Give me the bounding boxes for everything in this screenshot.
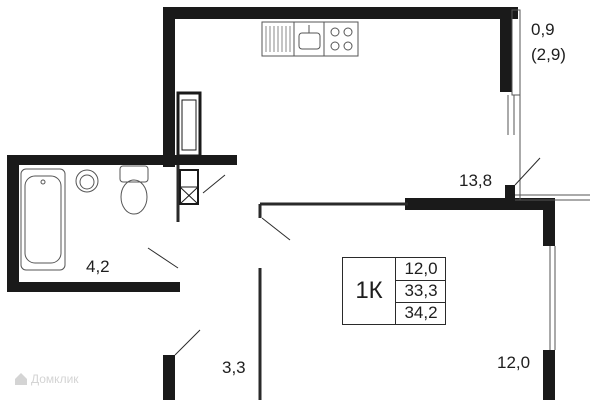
total-area-with-loggia-value: 34,2 [404, 303, 438, 322]
kitchen-counter [261, 21, 359, 57]
bedroom-area-label: 12,0 [497, 353, 531, 372]
loggia-full-area-label: (2,9) [531, 45, 566, 64]
watermark-text: Домклик [31, 372, 79, 386]
total-area-value: 33,3 [396, 280, 446, 303]
thin-partitions [176, 165, 408, 400]
kitchen-living-area-label: 13,8 [459, 171, 493, 190]
loggia-area-label: 0,9 [531, 20, 555, 39]
apartment-type: 1К [343, 258, 396, 324]
home-icon [15, 373, 27, 385]
utility-shaft [176, 91, 202, 205]
living-area-value: 12,0 [396, 258, 446, 281]
walls [7, 7, 555, 400]
loggia [507, 9, 590, 350]
hallway-area-label: 3,3 [222, 358, 246, 377]
bathroom-area-label: 4,2 [86, 257, 110, 276]
apartment-summary-badge: 1К 12,0 33,3 34,2 [342, 257, 446, 325]
watermark-logo: Домклик [14, 372, 79, 386]
doors [147, 157, 541, 356]
bathroom-fixtures [20, 165, 149, 271]
